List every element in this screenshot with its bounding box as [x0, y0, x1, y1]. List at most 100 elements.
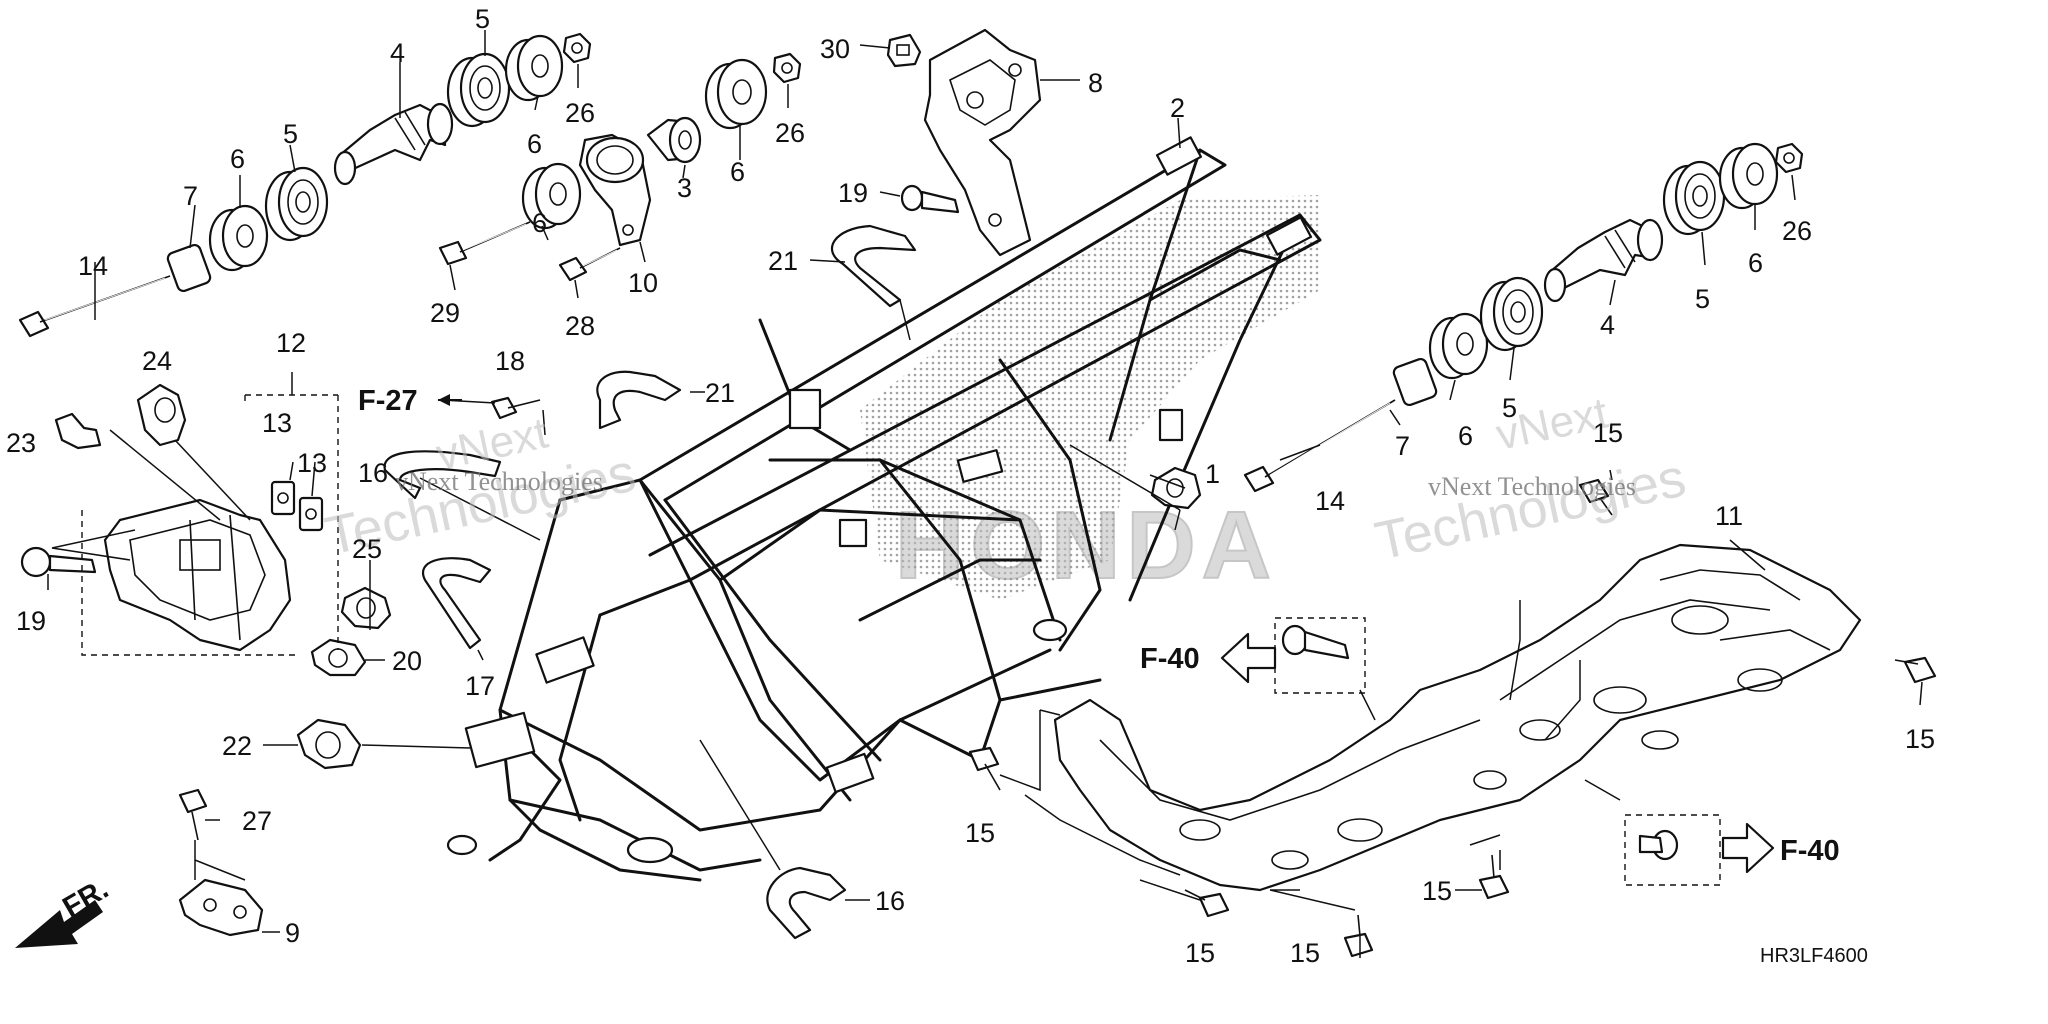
arrowhead-f27	[438, 394, 450, 406]
callout-16-upper: 16	[358, 458, 388, 488]
watermark-small-left: vNext Technologies	[395, 467, 603, 496]
bolt-27	[178, 788, 208, 841]
engine-mount-top-middle[interactable]	[438, 52, 802, 282]
callout-4-right: 4	[1600, 310, 1615, 340]
callout-1: 1	[1205, 459, 1220, 489]
callout-26-mid: 26	[775, 118, 805, 148]
engine-mount-rear-right[interactable]	[1243, 142, 1804, 493]
rubber-5-upper-left	[446, 52, 511, 128]
band-21-upper	[830, 224, 917, 308]
callout-leaders	[47, 30, 1923, 958]
rubber-5-left	[264, 166, 329, 242]
clamp-20	[310, 638, 367, 677]
bracket-9	[178, 878, 264, 937]
bolt-15-f	[1478, 854, 1510, 900]
callout-19-upper: 19	[838, 178, 868, 208]
ref-f40-left: F-40	[1140, 643, 1200, 675]
callout-7-right: 7	[1395, 431, 1410, 461]
bolt-15-a	[968, 746, 1001, 791]
clamp-25	[340, 586, 392, 630]
brand-watermark: HONDA	[895, 492, 1277, 599]
rubber-6-right-upper	[1718, 142, 1779, 210]
nut-26-upper-left	[562, 32, 592, 64]
front-arrow	[15, 900, 103, 948]
callout-11: 11	[1715, 501, 1743, 531]
collar-7-right	[1392, 357, 1438, 407]
long-bolt-14-left	[18, 275, 171, 338]
callout-22: 22	[222, 731, 252, 761]
callout-18: 18	[495, 346, 525, 376]
reference-arrows	[15, 394, 1775, 948]
grommet-13a	[270, 480, 296, 516]
push-clip-upper	[1281, 624, 1350, 660]
callout-23: 23	[6, 428, 36, 458]
callout-6-lower: 6	[532, 208, 547, 238]
callout-21-upper: 21	[768, 246, 798, 276]
clip-19-lower-left	[20, 546, 97, 578]
long-bolt-14-right	[1243, 399, 1396, 493]
left-bracket-assembly[interactable]	[20, 383, 392, 937]
watermark-small-right: vNext Technologies	[1428, 472, 1636, 501]
rubber-6-left	[208, 204, 269, 272]
bolt-15-e	[1343, 914, 1374, 958]
callout-labels: 1 2 3 4 4 5 5 5 5 6 6 6 6 6 6 7 7 8 9 10…	[6, 4, 1935, 968]
mount-shaft-4-right	[1543, 218, 1664, 303]
ref-f40-right: F-40	[1780, 835, 1840, 867]
rubber-6-lower-middle	[521, 162, 582, 230]
mount-shaft-4-left	[333, 102, 454, 186]
callout-21-mid: 21	[705, 378, 735, 408]
push-clip-lower	[1638, 829, 1679, 861]
callout-2: 2	[1170, 93, 1185, 123]
engine-mount-front-left[interactable]	[18, 32, 592, 338]
callout-25: 25	[352, 534, 382, 564]
callout-4-left: 4	[390, 38, 405, 68]
collar-7-left	[166, 243, 212, 293]
callout-24: 24	[142, 346, 172, 376]
callout-5-right-upper: 5	[1695, 284, 1710, 314]
main-frame[interactable]	[446, 136, 1322, 882]
cable-bands-group[interactable]	[383, 370, 847, 940]
arrow-f40-right	[1721, 822, 1775, 874]
callout-28: 28	[565, 311, 595, 341]
mount-collar-3	[646, 116, 702, 164]
bolt-29	[438, 221, 531, 266]
bolt-28	[558, 247, 621, 282]
upper-brackets-group[interactable]	[830, 28, 1042, 308]
bolts-15-and-clips[interactable]	[968, 478, 1937, 958]
callout-9: 9	[285, 918, 300, 948]
callout-6-left: 6	[230, 144, 245, 174]
grommet-13b	[298, 496, 324, 532]
callout-13b: 13	[297, 448, 327, 478]
callout-15-b: 15	[1593, 418, 1623, 448]
nut-26-right	[1774, 142, 1804, 174]
bolt-15-c	[1894, 656, 1937, 684]
rubber-6-top-middle	[704, 58, 768, 130]
callout-5-top: 5	[475, 4, 490, 34]
arrow-f40-left	[1220, 632, 1277, 684]
callout-3: 3	[677, 173, 692, 203]
callout-5-right-lower: 5	[1502, 393, 1517, 423]
callout-8: 8	[1088, 68, 1103, 98]
band-17	[421, 557, 492, 650]
callout-17: 17	[465, 671, 495, 701]
rubber-6-right-lower	[1428, 312, 1489, 380]
callout-6-right-upper: 6	[1748, 248, 1763, 278]
callout-5-left: 5	[283, 119, 298, 149]
callout-15-a: 15	[965, 818, 995, 848]
callout-26-top: 26	[565, 98, 595, 128]
callout-14-left: 14	[78, 251, 108, 281]
clamp-22	[296, 718, 362, 770]
callout-20: 20	[392, 646, 422, 676]
skid-plate-11[interactable]	[1053, 543, 1862, 892]
callout-15-f: 15	[1422, 876, 1452, 906]
battery-box-bracket	[103, 498, 292, 652]
ref-f27: F-27	[358, 385, 418, 417]
rubber-5-right-upper	[1662, 160, 1726, 236]
bracket-8	[923, 28, 1042, 257]
hanger-plate-10	[578, 133, 652, 247]
callout-13a: 13	[262, 408, 292, 438]
front-direction-label: FR.	[58, 873, 114, 924]
callout-6-top: 6	[527, 129, 542, 159]
diagram-code: HR3LF4600	[1760, 945, 1868, 967]
